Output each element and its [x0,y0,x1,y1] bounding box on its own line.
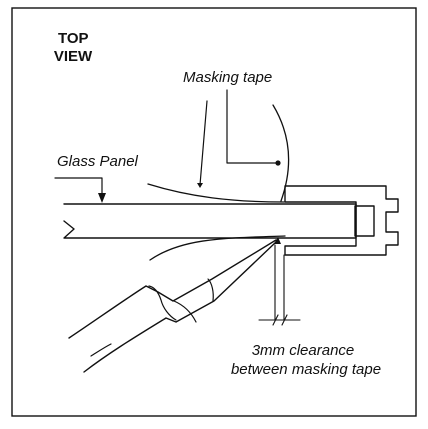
masking-tape-callout-line-1 [226,89,279,164]
sealant-gun-body-top [68,239,277,339]
clearance-tick-left [272,314,279,326]
sealant-gun-tip-arrow [274,237,281,244]
clearance-tick-right [281,314,288,326]
sealant-gun-ring [148,285,177,321]
masking-tape-strip-lower [149,235,286,261]
glass-panel-label: Glass Panel [57,153,138,170]
frame-channel [284,185,399,256]
clearance-label-line-1: 3mm clearance [251,342,355,359]
masking-tape-callout-line-2 [199,100,208,186]
glass-panel-callout-line [54,177,103,199]
diagram-title-view: VIEW [53,48,93,65]
masking-tape-callout-dot [275,160,281,166]
sealant-gun-body-bottom [83,241,277,373]
masking-tape-curve [272,104,290,202]
sealant-gun-handle-detail [90,343,112,357]
masking-tape-strip-upper [147,183,285,203]
masking-tape-label: Masking tape [183,69,273,86]
glass-panel [63,203,357,239]
diagram-title-top: TOP [58,30,89,47]
masking-tape-callout-arrow [197,183,203,188]
diagram-border [11,7,417,417]
sealant-gun-nozzle-edge [207,278,214,302]
sealant-gun-collar [173,300,197,323]
glass-panel-callout-arrow [98,193,106,203]
clearance-label-line-2: between masking tape [230,361,382,378]
frame-insert [354,205,375,237]
